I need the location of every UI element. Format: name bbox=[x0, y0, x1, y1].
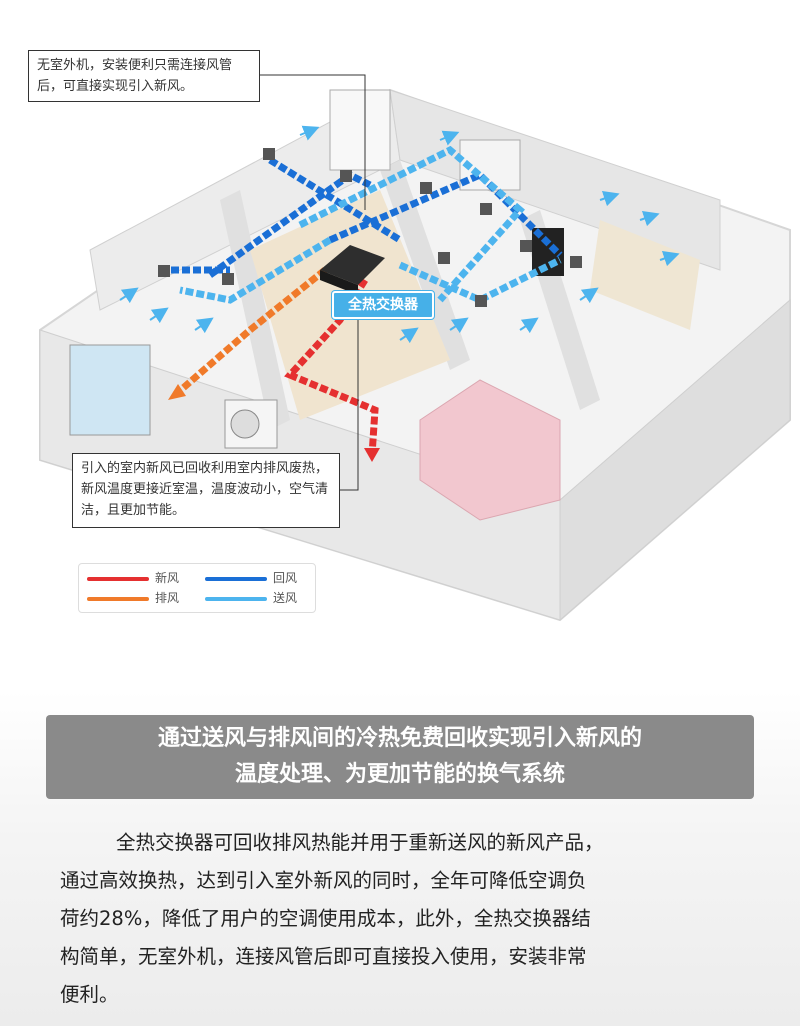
leader-line-top bbox=[260, 74, 366, 210]
return-duct-3 bbox=[268, 157, 402, 243]
legend-item-return: 回风 bbox=[205, 569, 297, 587]
para-line-1-text: 全热交换器可回收排风热能并用于重新送风的新风产品， bbox=[116, 831, 604, 854]
legend-swatch-return bbox=[205, 576, 267, 581]
banner-line-1: 通过送风与排风间的冷热免费回收实现引入新风的 bbox=[157, 726, 642, 751]
interior-wall-1 bbox=[220, 190, 290, 430]
fresh-air-duct bbox=[284, 278, 379, 456]
window-back bbox=[329, 89, 391, 171]
callout-bottom-text: 引入的室内新风已回收利用室内排风废热，新风温度更接近室温，温度波动小，空气清洁，… bbox=[81, 461, 329, 518]
return-duct-2 bbox=[328, 170, 563, 258]
supply-duct-3 bbox=[398, 256, 562, 304]
house-diagram: 无室外机，安装便利只需连接风管后，可直接实现引入新风。 全热交换器 引入的室内新… bbox=[28, 50, 791, 622]
callout-no-outdoor-unit: 无室外机，安装便利只需连接风管后，可直接实现引入新风。 bbox=[28, 50, 260, 102]
description-paragraph: 全热交换器可回收排风热能并用于重新送风的新风产品， 通过高效换热，达到引入室外新… bbox=[60, 824, 740, 1014]
legend-swatch-supply bbox=[205, 596, 267, 601]
exchanger-label: 全热交换器 bbox=[332, 291, 434, 319]
leader-line-bottom bbox=[340, 300, 359, 491]
legend-label-exhaust: 排风 bbox=[155, 591, 180, 605]
window-front bbox=[69, 344, 151, 436]
side-wall bbox=[559, 298, 791, 622]
legend-item-fresh: 新风 bbox=[87, 569, 179, 587]
callout-fresh-air-benefits: 引入的室内新风已回收利用室内排风废热，新风温度更接近室温，温度波动小，空气清洁，… bbox=[72, 453, 340, 528]
para-line-4: 构简单，无室外机，连接风管后即可直接投入使用，安装非常 bbox=[60, 945, 587, 968]
back-wall-right bbox=[389, 89, 721, 271]
supply-duct-1 bbox=[298, 145, 525, 303]
banner-line-2: 温度处理、为更加节能的换气系统 bbox=[234, 762, 565, 787]
headline-banner: 通过送风与排风间的冷热免费回收实现引入新风的 温度处理、为更加节能的换气系统 bbox=[46, 715, 754, 799]
vents bbox=[158, 148, 582, 307]
pink-room bbox=[419, 379, 561, 521]
para-line-2: 通过高效换热，达到引入室外新风的同时，全年可降低空调负 bbox=[60, 869, 587, 892]
legend-item-exhaust: 排风 bbox=[87, 589, 179, 607]
legend-label-supply: 送风 bbox=[273, 591, 298, 605]
legend-swatch-fresh bbox=[87, 576, 149, 581]
interior-wall-2 bbox=[380, 160, 470, 370]
duct-legend: 新风 回风 排风 送风 bbox=[78, 563, 316, 613]
legend-label-return: 回风 bbox=[273, 571, 298, 585]
exchanger-unit bbox=[320, 245, 385, 285]
para-line-5: 便利。 bbox=[60, 983, 119, 1006]
callout-top-text: 无室外机，安装便利只需连接风管后，可直接实现引入新风。 bbox=[37, 58, 233, 94]
air-arrows bbox=[119, 125, 680, 344]
legend-item-supply: 送风 bbox=[205, 589, 297, 607]
para-line-1: 全热交换器可回收排风热能并用于重新送风的新风产品， bbox=[60, 824, 740, 862]
legend-swatch-exhaust bbox=[87, 596, 149, 601]
legend-label-fresh: 新风 bbox=[155, 571, 180, 585]
para-line-3: 荷约28%，降低了用户的空调使用成本，此外，全热交换器结 bbox=[60, 907, 591, 930]
supply-duct-2 bbox=[179, 236, 332, 304]
wood-floor-2 bbox=[590, 220, 700, 330]
